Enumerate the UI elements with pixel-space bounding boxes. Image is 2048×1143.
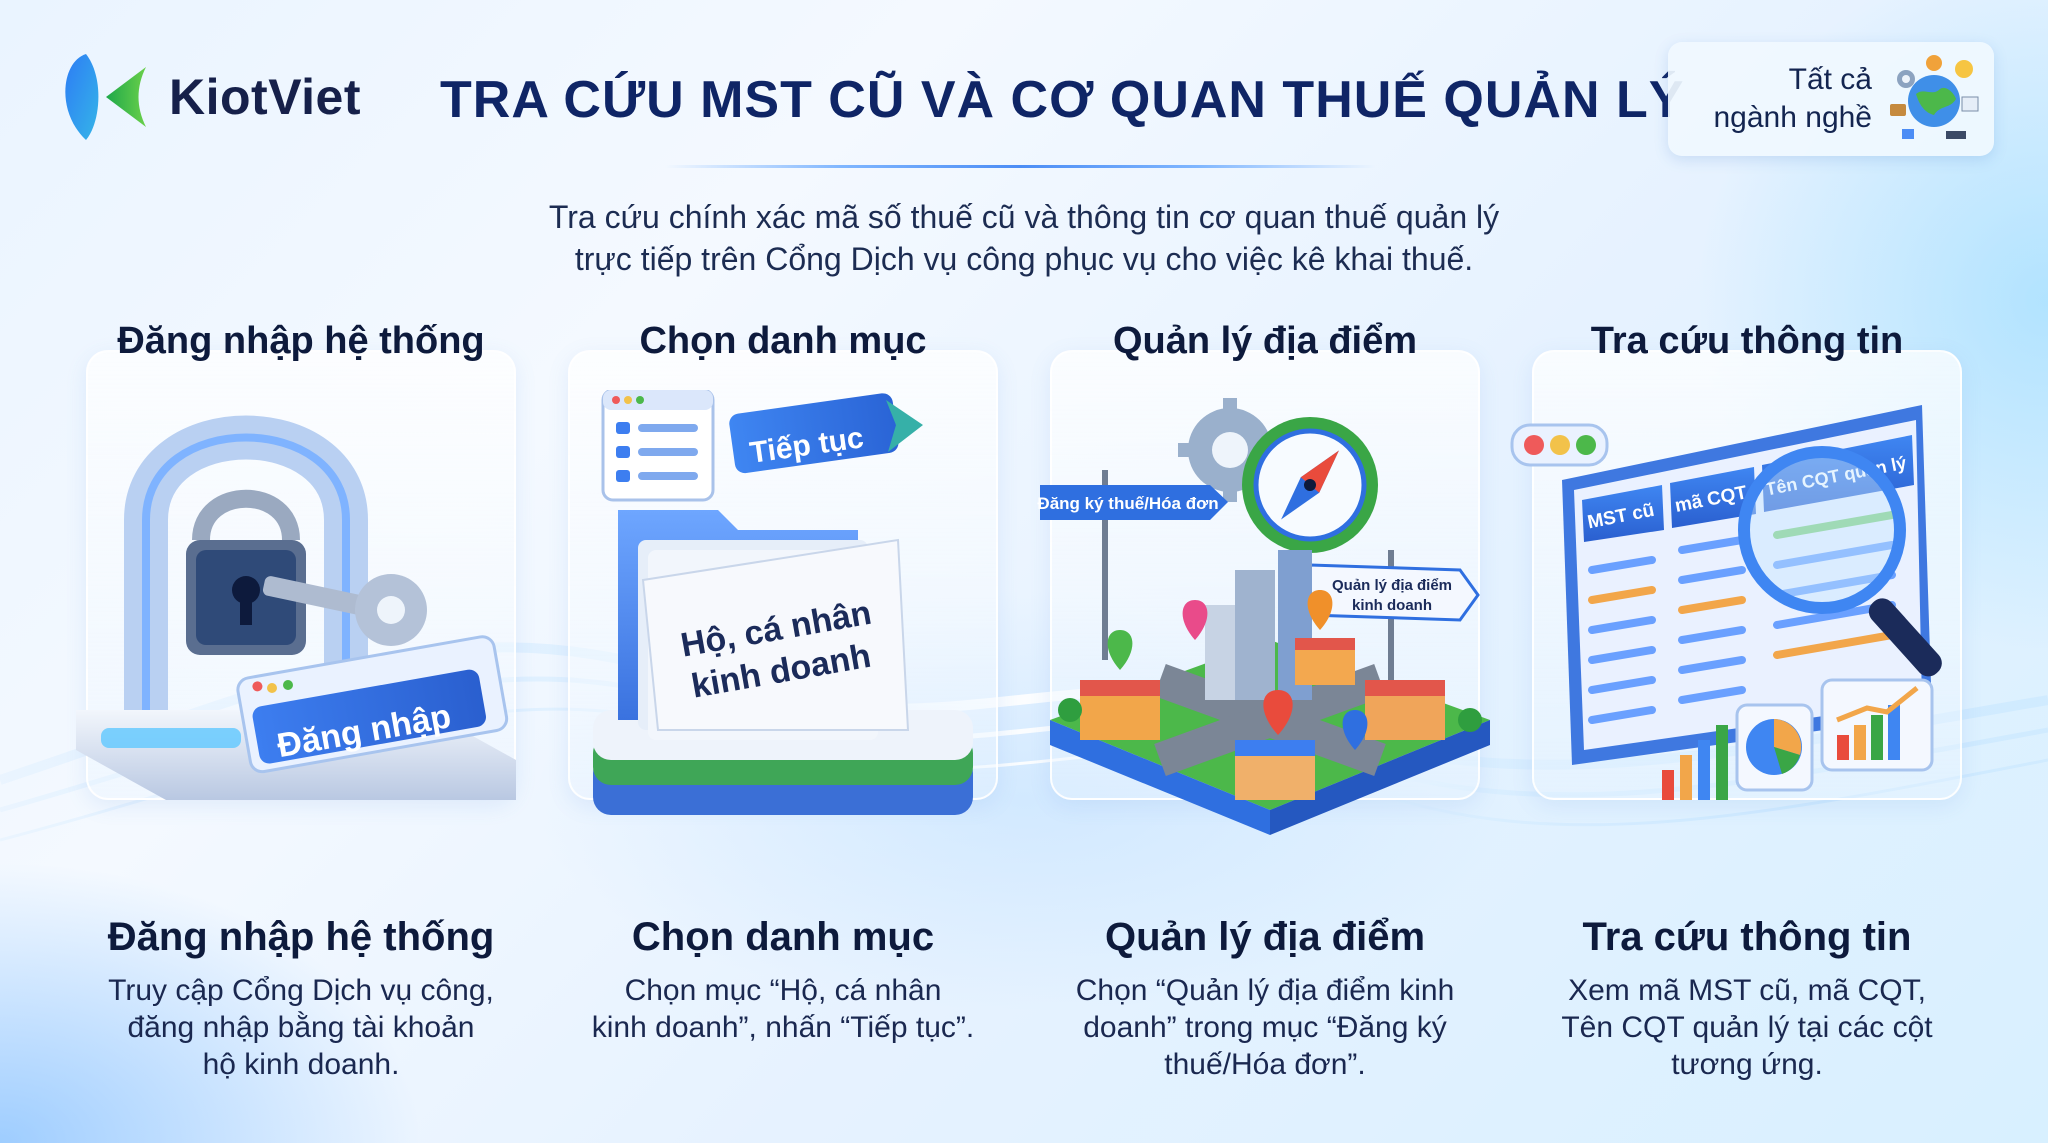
step-top-title: Chọn danh mục bbox=[639, 320, 927, 362]
badge-line1: Tất cả bbox=[1788, 63, 1872, 96]
step-description: Truy cập Cổng Dịch vụ công, đăng nhập bằ… bbox=[108, 974, 494, 1081]
title-divider bbox=[665, 165, 1375, 168]
category-illustration: Tiếp tục Hộ, cá nhân kinh doanh bbox=[593, 390, 973, 815]
brand-logo: KiotViet bbox=[56, 52, 361, 142]
chart-icons bbox=[1662, 678, 1934, 800]
compass-icon bbox=[1242, 417, 1378, 553]
step-bottom-title: Tra cứu thông tin bbox=[1582, 915, 1912, 959]
step-choose-category: Chọn danh mục Tiếp tục Hộ, cá nhân bbox=[568, 320, 998, 1044]
badge-line2: ngành nghề bbox=[1713, 101, 1873, 134]
login-illustration: Đăng nhập bbox=[76, 415, 516, 800]
step-login: Đăng nhập hệ thống Đăng nhậ bbox=[76, 320, 516, 1081]
step-bottom-title: Đăng nhập hệ thống bbox=[107, 915, 495, 959]
step-description: Chọn “Quản lý địa điểm kinh doanh” trong… bbox=[1075, 974, 1455, 1081]
subtitle: Tra cứu chính xác mã số thuế cũ và thông… bbox=[0, 196, 2048, 280]
magnifier-icon bbox=[1738, 446, 1942, 677]
subtitle-line1: Tra cứu chính xác mã số thuế cũ và thông… bbox=[548, 199, 1500, 235]
brand-name: KiotViet bbox=[169, 69, 361, 125]
industry-badge: Tất cả ngành nghề bbox=[1668, 42, 1994, 156]
location-sign-line1: Quản lý địa điểm bbox=[1332, 577, 1452, 594]
globe-industries-icon bbox=[1890, 55, 1979, 139]
step-top-title: Đăng nhập hệ thống bbox=[117, 320, 485, 362]
step-description: Chọn mục “Hộ, cá nhân kinh doanh”, nhấn … bbox=[591, 974, 975, 1044]
step-top-title: Quản lý địa điểm bbox=[1112, 320, 1418, 362]
step-lookup-info: Tra cứu thông tin MST cũ mã CQT Tên CQT … bbox=[1510, 320, 1962, 1081]
step-manage-location: Quản lý địa điểm Đăng ký thuế/Hóa đơn Qu… bbox=[1037, 320, 1490, 1081]
tax-invoice-sign: Đăng ký thuế/Hóa đơn bbox=[1037, 494, 1218, 513]
subtitle-line2: trực tiếp trên Cổng Dịch vụ công phục vụ… bbox=[574, 241, 1474, 277]
step-description: Xem mã MST cũ, mã CQT, Tên CQT quản lý t… bbox=[1561, 974, 1933, 1081]
step-top-title: Tra cứu thông tin bbox=[1590, 320, 1904, 362]
kiotviet-logo-icon bbox=[65, 54, 146, 140]
step-bottom-title: Quản lý địa điểm bbox=[1104, 915, 1426, 959]
location-sign-line2: kinh doanh bbox=[1352, 597, 1432, 614]
page-title: TRA CỨU MST CŨ VÀ CƠ QUAN THUẾ QUẢN LÝ bbox=[440, 71, 1685, 129]
location-illustration: Đăng ký thuế/Hóa đơn Quản lý địa điểm ki… bbox=[1037, 398, 1490, 835]
step-bottom-title: Chọn danh mục bbox=[631, 915, 935, 959]
lookup-illustration: MST cũ mã CQT Tên CQT quản lý bbox=[1510, 405, 1942, 800]
